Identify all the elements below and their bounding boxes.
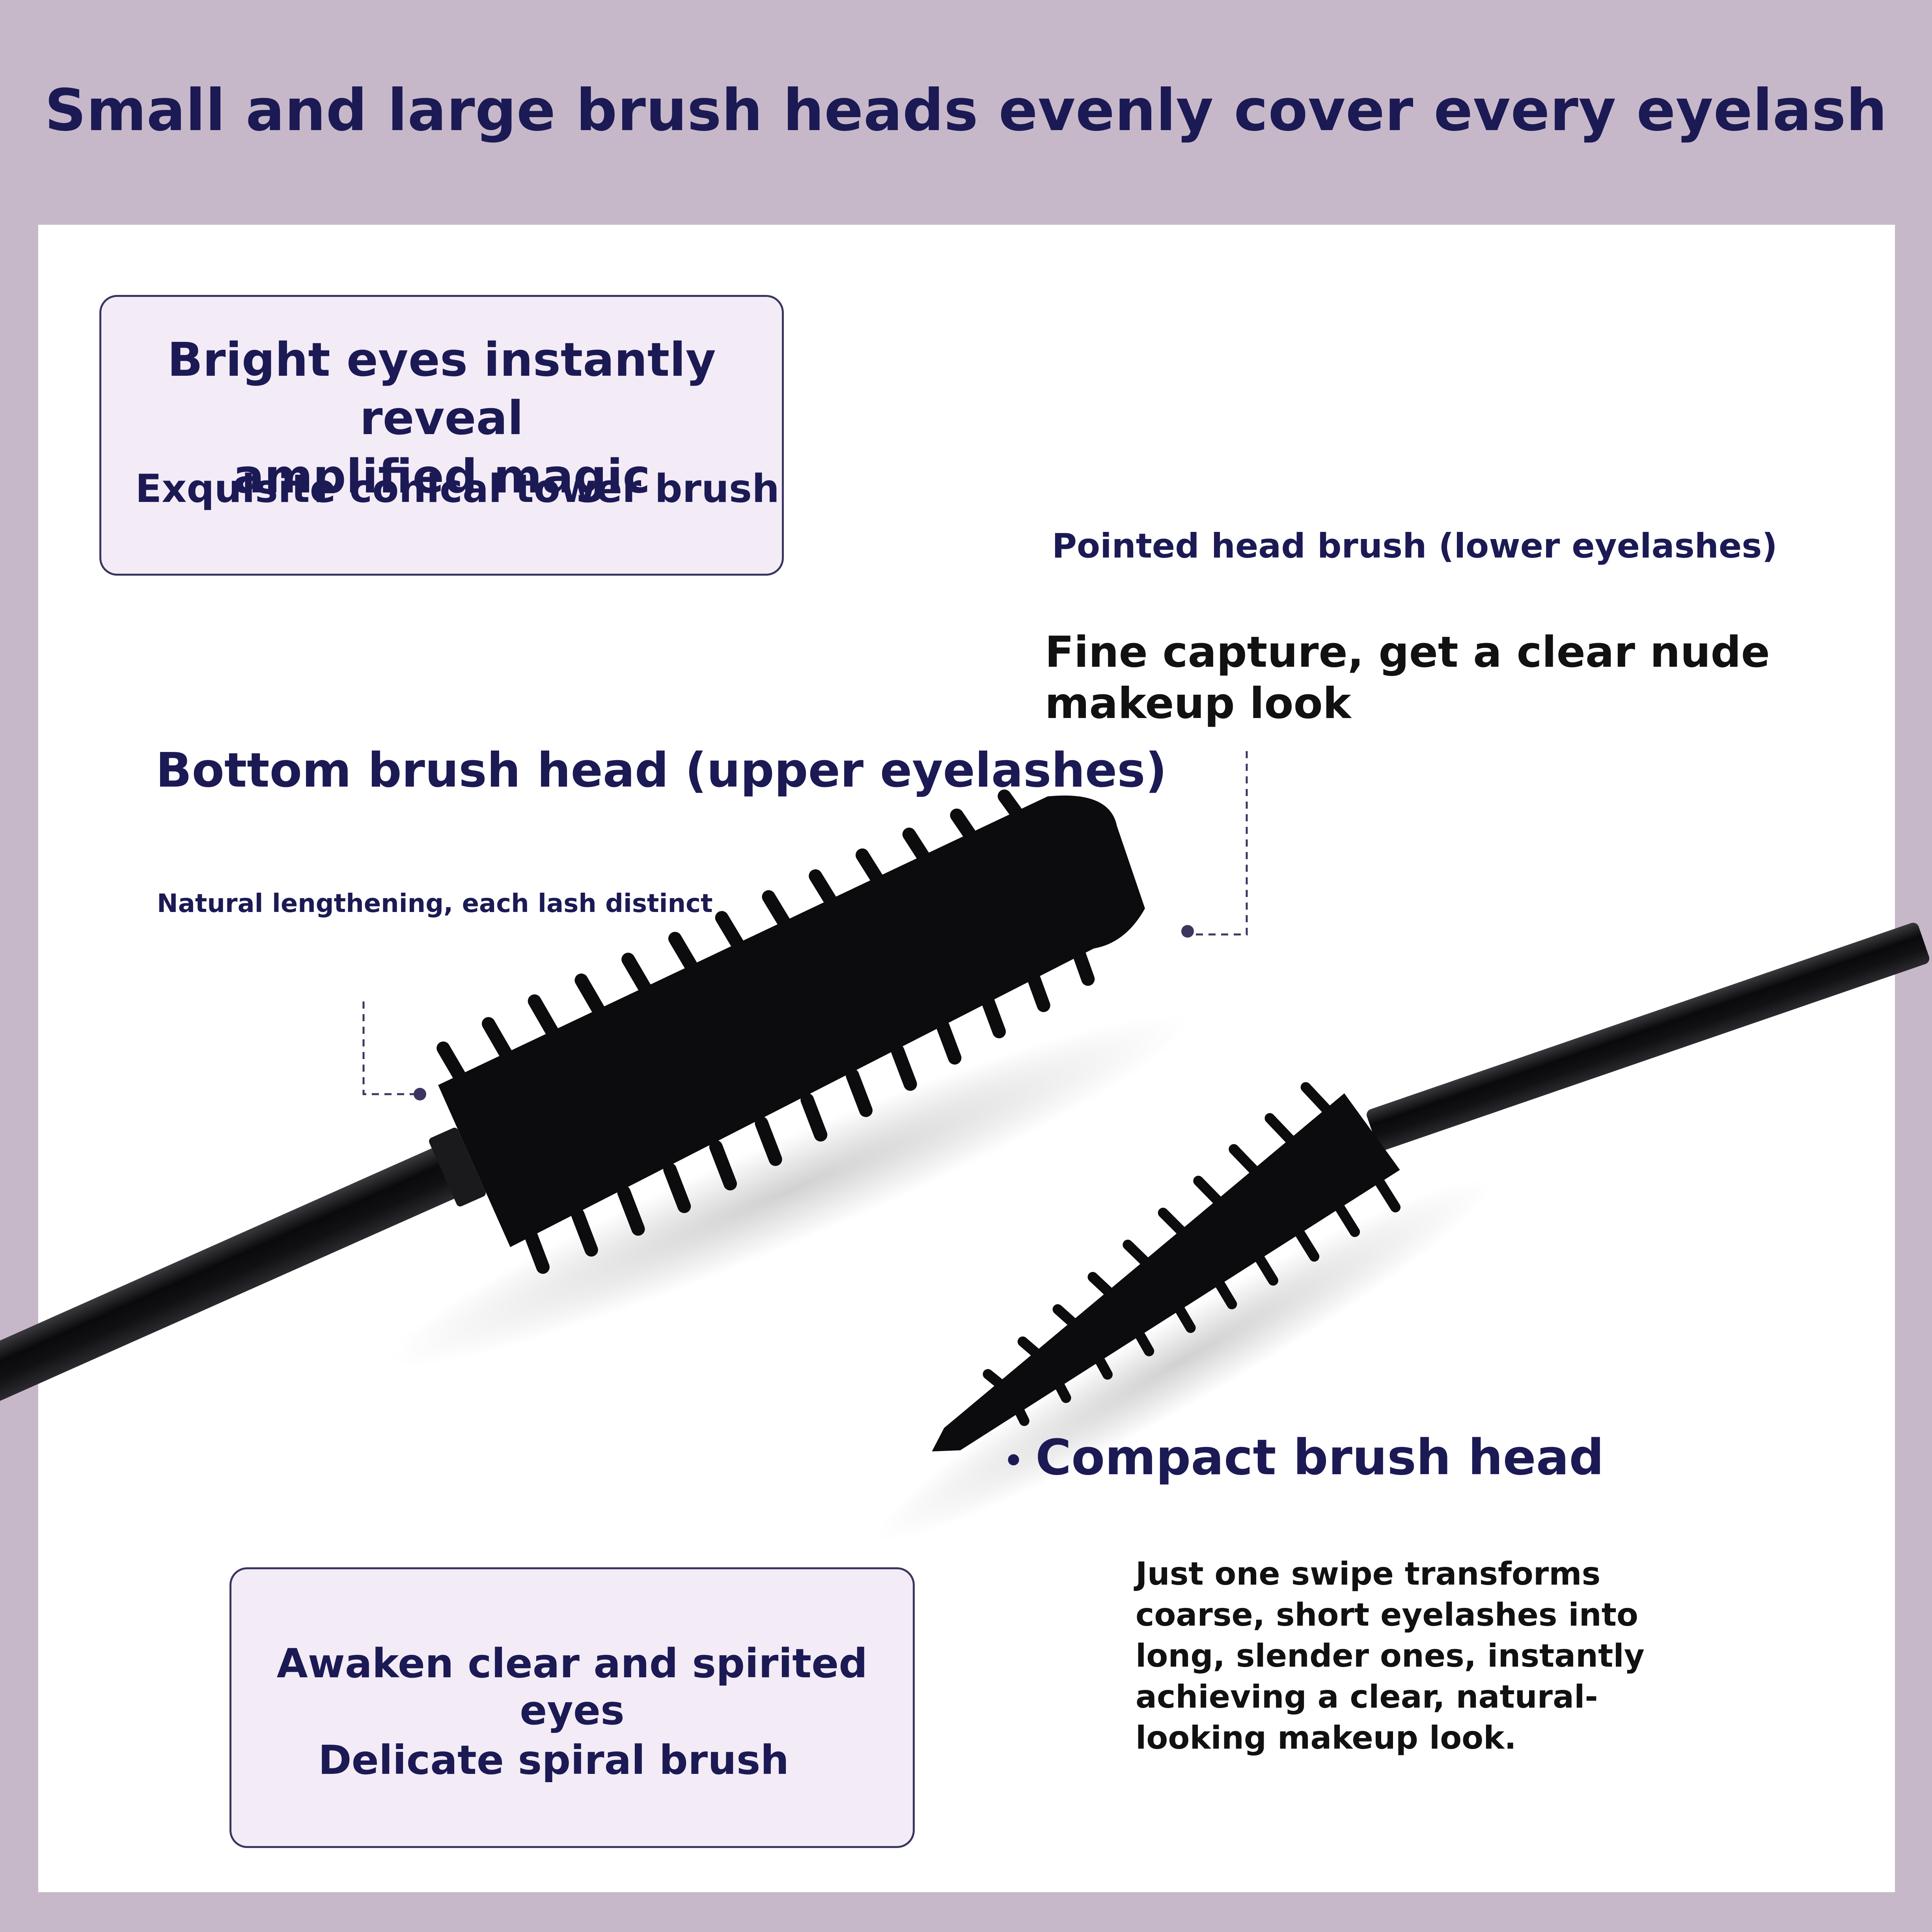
bottom-box-subheading: Delicate spiral brush (318, 1737, 789, 1784)
compact-label-bullet: • (1003, 1442, 1024, 1479)
top-box-heading-line2: amplified magic (233, 449, 651, 504)
compact-brush (875, 923, 1930, 1542)
top-box-heading-line1: Bright eyes instantly reveal (167, 332, 716, 445)
top-info-box: Bright eyes instantly reveal amplified m… (99, 295, 784, 576)
pointed-label-title: Pointed head brush (lower eyelashes) (1052, 526, 1777, 566)
compact-desc-line: long, slender ones, instantly (1136, 1637, 1645, 1674)
compact-desc-line: achieving a clear, natural- (1136, 1678, 1598, 1715)
top-box-heading: Bright eyes instantly reveal amplified m… (101, 330, 782, 505)
large-brush-head (438, 795, 1145, 1247)
pointed-label-desc-line1: Fine capture, get a clear nude (1045, 628, 1770, 677)
large-brush-bristles (436, 789, 1095, 1274)
pointed-callout-dot (1181, 925, 1194, 938)
compact-label-title: Compact brush head (1035, 1429, 1604, 1486)
compact-brush-head (932, 1093, 1400, 1452)
large-brush-wand (0, 1141, 474, 1414)
bottom-callout-line (362, 1001, 420, 1095)
bottom-callout-dot (414, 1088, 426, 1100)
bottom-label-title: Bottom brush head (upper eyelashes) (156, 743, 1167, 798)
compact-label-desc: Just one swipe transforms coarse, short … (1136, 1553, 1645, 1759)
compact-desc-line: Just one swipe transforms (1136, 1555, 1601, 1592)
pointed-label-desc: Fine capture, get a clear nude makeup lo… (1045, 627, 1770, 729)
pointed-callout-line (1191, 751, 1248, 936)
top-box-subheading: Exquisite conical tower brush (135, 466, 780, 511)
compact-desc-line: looking makeup look. (1136, 1719, 1516, 1756)
large-brush-ferrule (429, 1128, 486, 1207)
compact-brush-bristles (983, 1082, 1401, 1426)
large-brush (0, 789, 1188, 1414)
compact-label: • Compact brush head (1003, 1429, 1604, 1486)
callout-connectors (362, 751, 1248, 1095)
bottom-box-heading: Awaken clear and spirited eyes (276, 1640, 868, 1734)
compact-brush-wand (1367, 923, 1930, 1151)
compact-desc-line: coarse, short eyelashes into (1136, 1596, 1638, 1633)
page-title: Small and large brush heads evenly cover… (45, 77, 1887, 144)
bottom-label-desc: Natural lengthening, each lash distinct (157, 889, 713, 918)
pointed-label-desc-line2: makeup look (1045, 679, 1351, 728)
bottom-info-box: Awaken clear and spirited eyes Delicate … (229, 1567, 915, 1848)
